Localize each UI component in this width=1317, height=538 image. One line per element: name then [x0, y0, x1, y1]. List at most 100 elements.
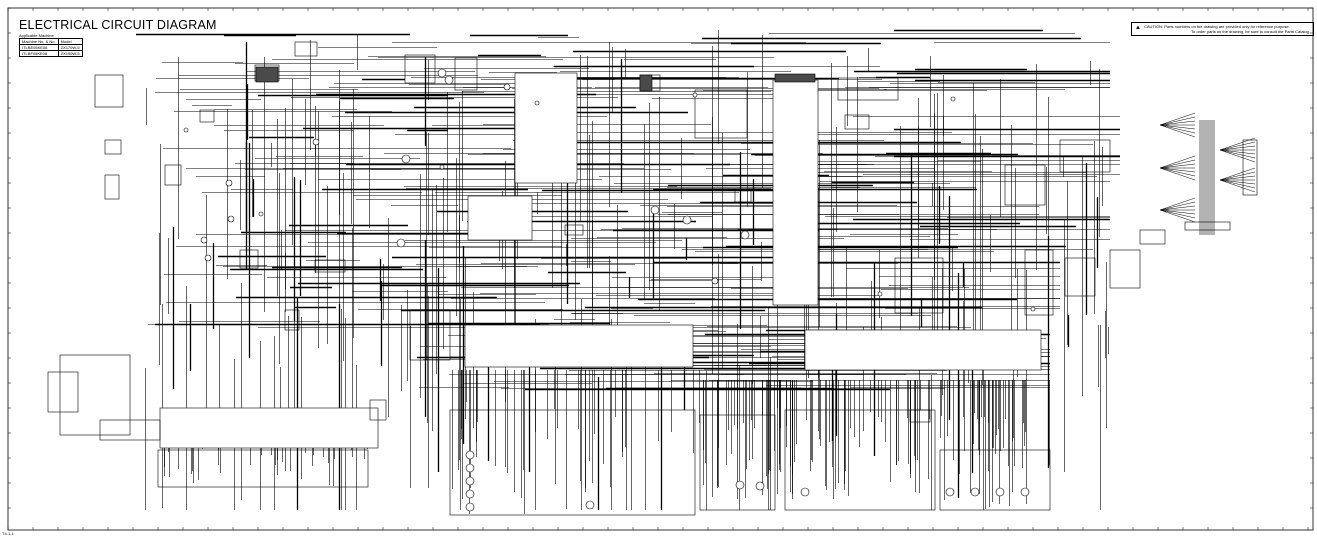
component: [564, 224, 584, 236]
wire: [1219, 149, 1256, 163]
lamp-symbol: [465, 463, 475, 473]
component: [1024, 249, 1054, 316]
wire: [1159, 124, 1196, 130]
caution-box: ▲ CAUTION: Parts numbers on the drawing …: [1131, 22, 1314, 36]
component: [314, 259, 346, 273]
component: [164, 164, 182, 186]
component: [837, 77, 899, 101]
lamp-symbol: [465, 476, 475, 486]
wire: [1219, 179, 1256, 193]
table-row: ITLBF05KE08 ZX190W-5: [19, 50, 83, 57]
terminal: [204, 254, 212, 262]
connector-frame: [699, 414, 776, 511]
terminal: [258, 211, 264, 217]
terminal: [225, 179, 233, 187]
controller-block: [467, 195, 533, 241]
table-header-cell: Machine No. & No.: [19, 38, 59, 45]
component: [199, 109, 215, 123]
wire: [1159, 209, 1196, 215]
component: [404, 54, 436, 84]
wire: [1219, 149, 1256, 155]
lamp-symbol: [995, 487, 1005, 497]
component: [369, 399, 387, 421]
component: [104, 174, 120, 200]
wire: [1159, 209, 1196, 223]
lamp-symbol: [585, 500, 595, 510]
terminal: [312, 138, 320, 146]
component: [294, 41, 318, 57]
component: [694, 89, 748, 139]
diagram-title: ELECTRICAL CIRCUIT DIAGRAM: [19, 18, 217, 32]
connector-frame: [449, 409, 696, 516]
terminal: [740, 230, 750, 240]
component: [47, 371, 79, 413]
terminal: [534, 100, 540, 106]
connector-frame: [939, 449, 1051, 511]
wire: [1219, 167, 1256, 181]
wire: [1219, 179, 1256, 189]
component: [104, 139, 122, 155]
wire: [1159, 124, 1196, 138]
component: [844, 114, 870, 130]
terminal: [439, 164, 445, 170]
wire: [1159, 197, 1196, 211]
terminal: [200, 236, 208, 244]
wire: [1159, 167, 1196, 181]
wire: [1219, 175, 1256, 181]
component: [894, 257, 944, 314]
component: [284, 309, 300, 331]
wire: [1159, 124, 1196, 134]
wire: [1159, 116, 1196, 126]
terminal: [682, 215, 692, 225]
lamp-symbol: [465, 450, 475, 460]
wire: [1159, 163, 1196, 169]
wire: [1159, 120, 1196, 126]
terminal: [711, 277, 719, 285]
wire: [1159, 155, 1196, 169]
component: [1242, 139, 1258, 196]
terminal: [650, 205, 660, 215]
component: [1109, 249, 1141, 289]
lamp-symbol: [945, 487, 955, 497]
terminal: [692, 92, 698, 98]
terminal: [444, 75, 454, 85]
border-ticks: [7, 7, 1313, 530]
wire: [1219, 145, 1256, 151]
component: [1139, 229, 1166, 245]
connector-strip: [774, 73, 816, 83]
terminal: [396, 238, 406, 248]
lamp-symbol: [1020, 487, 1030, 497]
lamp-symbol: [465, 489, 475, 499]
controller-block: [514, 72, 578, 184]
wire: [1159, 201, 1196, 211]
component: [1004, 164, 1046, 206]
component: [454, 57, 478, 91]
warning-triangle-icon: ▲: [1135, 25, 1141, 31]
controller-block: [464, 324, 694, 368]
table-cell: ITLBF05KE08: [19, 50, 59, 57]
component: [239, 249, 259, 269]
table-cell: ZX170W-5: [57, 44, 83, 51]
footer-reference: T4-1-1: [2, 531, 14, 536]
terminal: [503, 83, 511, 91]
component: [59, 354, 131, 436]
component: [909, 409, 931, 423]
connector-frame: [157, 449, 369, 488]
caution-line-2: To order parts on the drawing, be sure t…: [1191, 29, 1310, 34]
component: [409, 309, 451, 361]
wire: [1159, 167, 1196, 177]
terminal: [1030, 306, 1036, 312]
relay-panel: [639, 74, 653, 92]
wire: [1159, 209, 1196, 219]
caution-line-1: CAUTION: Parts numbers on the drawing ar…: [1144, 24, 1290, 29]
wire: [1159, 159, 1196, 169]
component-blocks: [47, 41, 1258, 516]
wire: [1159, 112, 1196, 126]
terminal: [401, 154, 411, 164]
table-cell: ZX190W-5: [57, 50, 83, 57]
component: [734, 189, 752, 203]
controller-block: [804, 329, 1042, 371]
applicable-label: Applicable Machine: [19, 33, 54, 38]
